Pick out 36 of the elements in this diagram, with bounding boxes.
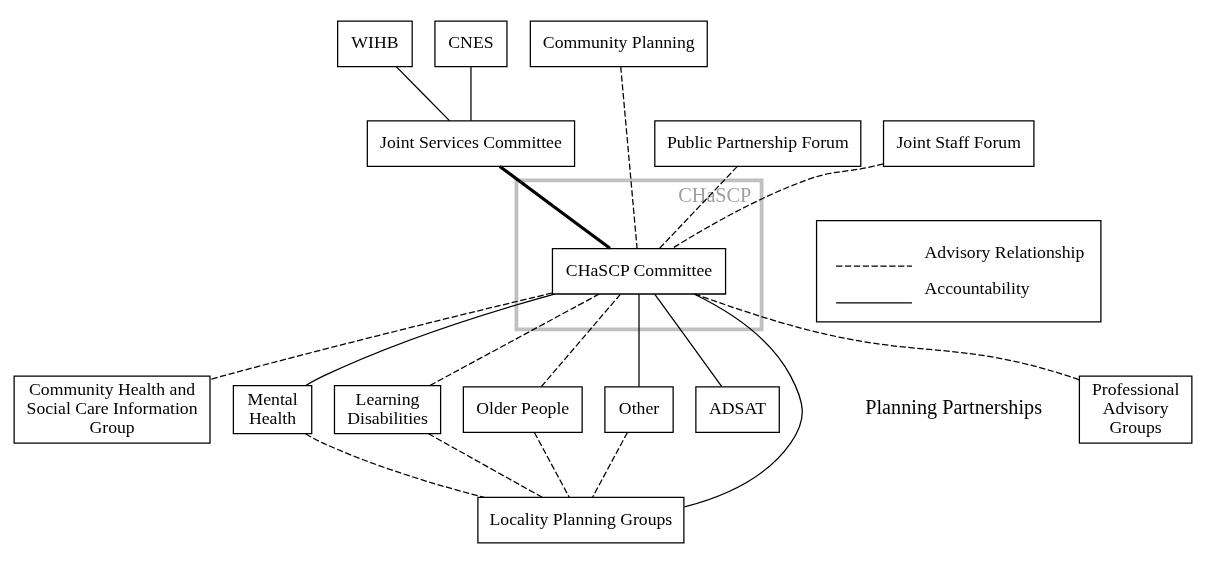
connector [683, 292, 803, 508]
node-box: WIHB [337, 19, 413, 67]
connector [427, 432, 543, 498]
node-box: Older People [462, 385, 583, 433]
node-box: Joint Staff Forum [882, 119, 1035, 167]
node-box: Public Partnership Forum [654, 119, 862, 167]
connector [304, 432, 485, 498]
node-box: Community Planning [529, 19, 708, 67]
connector [540, 293, 621, 387]
connector [654, 293, 723, 387]
connector [620, 65, 638, 249]
connector [498, 164, 611, 250]
connector [658, 165, 738, 249]
node-box: Other [604, 385, 674, 433]
connector [209, 291, 553, 380]
connector [429, 292, 600, 386]
node-box: Joint Services Committee [366, 119, 576, 167]
label: Planning Partnerships [865, 395, 1043, 418]
node-box: CHaSCP Committee [551, 247, 727, 295]
connector [395, 65, 451, 121]
legend-label: Advisory Relationship [924, 241, 1085, 262]
connector [671, 162, 884, 249]
node-box: CNES [434, 19, 508, 67]
node-box: Community Health and Social Care Information Group [13, 375, 211, 444]
connector [305, 292, 555, 386]
connector [470, 65, 472, 121]
node-box: Professional Advisory Groups [1078, 375, 1193, 444]
connector [638, 293, 640, 387]
node-box: ADSAT [695, 385, 780, 433]
connector [592, 431, 628, 498]
connector [533, 431, 570, 498]
node-box: Learning Disabilities [333, 384, 442, 434]
node-box: Mental Health [232, 384, 313, 434]
legend-label: Accountability [924, 277, 1030, 298]
node-box: Locality Planning Groups [477, 496, 685, 544]
connector [694, 292, 1080, 380]
